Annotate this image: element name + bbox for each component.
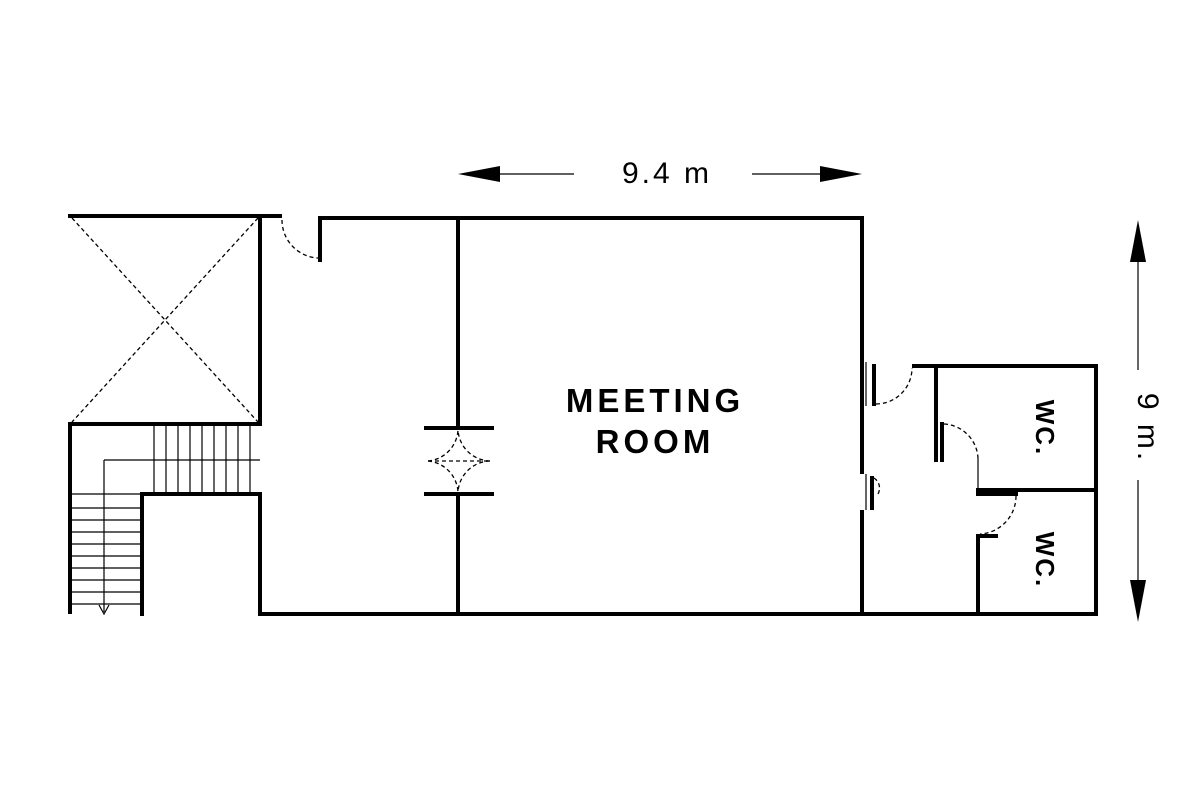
wc-block <box>912 364 1098 616</box>
width-dimension-label: 9.4 m <box>622 157 712 190</box>
width-dimension: 9.4 m <box>458 157 862 190</box>
meeting-room-label-line2: ROOM <box>596 423 715 460</box>
main-walls <box>258 216 1098 616</box>
corridor-door <box>865 362 913 406</box>
arrow-up-icon <box>1130 220 1146 262</box>
meeting-room-label-line1: MEETING <box>566 382 744 419</box>
meeting-room-partition <box>424 216 494 616</box>
wc-upper-label: WC. <box>1030 400 1060 457</box>
lift-shaft <box>68 214 282 614</box>
height-dimension-label: 9 m. <box>1131 393 1164 463</box>
entrance-door <box>281 219 319 259</box>
arrow-left-icon <box>458 166 500 182</box>
arrow-down-icon <box>1130 580 1146 622</box>
arrow-right-icon <box>820 166 862 182</box>
stair-direction-icon <box>98 604 110 616</box>
small-door <box>865 474 881 510</box>
staircase <box>72 426 262 616</box>
wc-lower-label: WC. <box>1030 532 1060 589</box>
height-dimension: 9 m. <box>1130 220 1164 622</box>
